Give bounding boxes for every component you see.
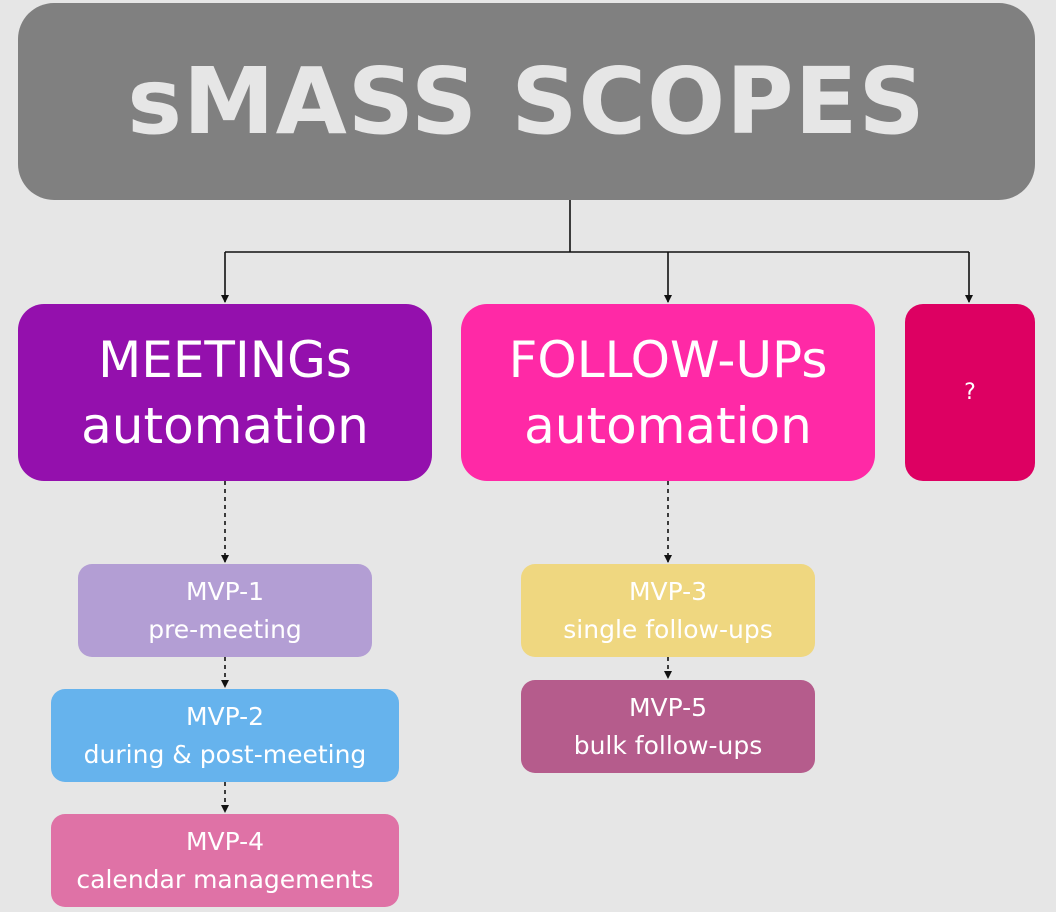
- meetings-automation-box: MEETINGs automation: [18, 304, 432, 481]
- mvp5-desc: bulk follow-ups: [573, 730, 763, 760]
- unknown-scope-label: ?: [964, 380, 976, 405]
- followups-line2: automation: [524, 396, 812, 455]
- page-title: sMASS SCOPES: [127, 47, 926, 155]
- mvp2-box: MVP-2 during & post-meeting: [51, 689, 399, 782]
- mvp5-box: MVP-5 bulk follow-ups: [521, 680, 815, 773]
- mvp1-id: MVP-1: [185, 576, 265, 606]
- mvp3-desc: single follow-ups: [563, 614, 773, 644]
- mvp1-box: MVP-1 pre-meeting: [78, 564, 372, 657]
- mvp4-box: MVP-4 calendar managements: [51, 814, 399, 907]
- mvp4-id: MVP-4: [185, 826, 265, 856]
- mvp2-desc: during & post-meeting: [83, 739, 367, 769]
- mvp1-desc: pre-meeting: [148, 614, 302, 644]
- title-box: sMASS SCOPES: [18, 3, 1035, 200]
- title-to-scopes-connector: [225, 200, 969, 253]
- mvp2-id: MVP-2: [185, 701, 265, 731]
- mvp4-desc: calendar managements: [76, 864, 374, 894]
- mvp5-id: MVP-5: [628, 692, 708, 722]
- mvp3-id: MVP-3: [628, 576, 708, 606]
- meetings-line1: MEETINGs: [98, 330, 352, 389]
- unknown-scope-box: ?: [905, 304, 1035, 481]
- meetings-line2: automation: [81, 396, 369, 455]
- followups-line1: FOLLOW-UPs: [508, 330, 828, 389]
- mvp3-box: MVP-3 single follow-ups: [521, 564, 815, 657]
- followups-automation-box: FOLLOW-UPs automation: [461, 304, 875, 481]
